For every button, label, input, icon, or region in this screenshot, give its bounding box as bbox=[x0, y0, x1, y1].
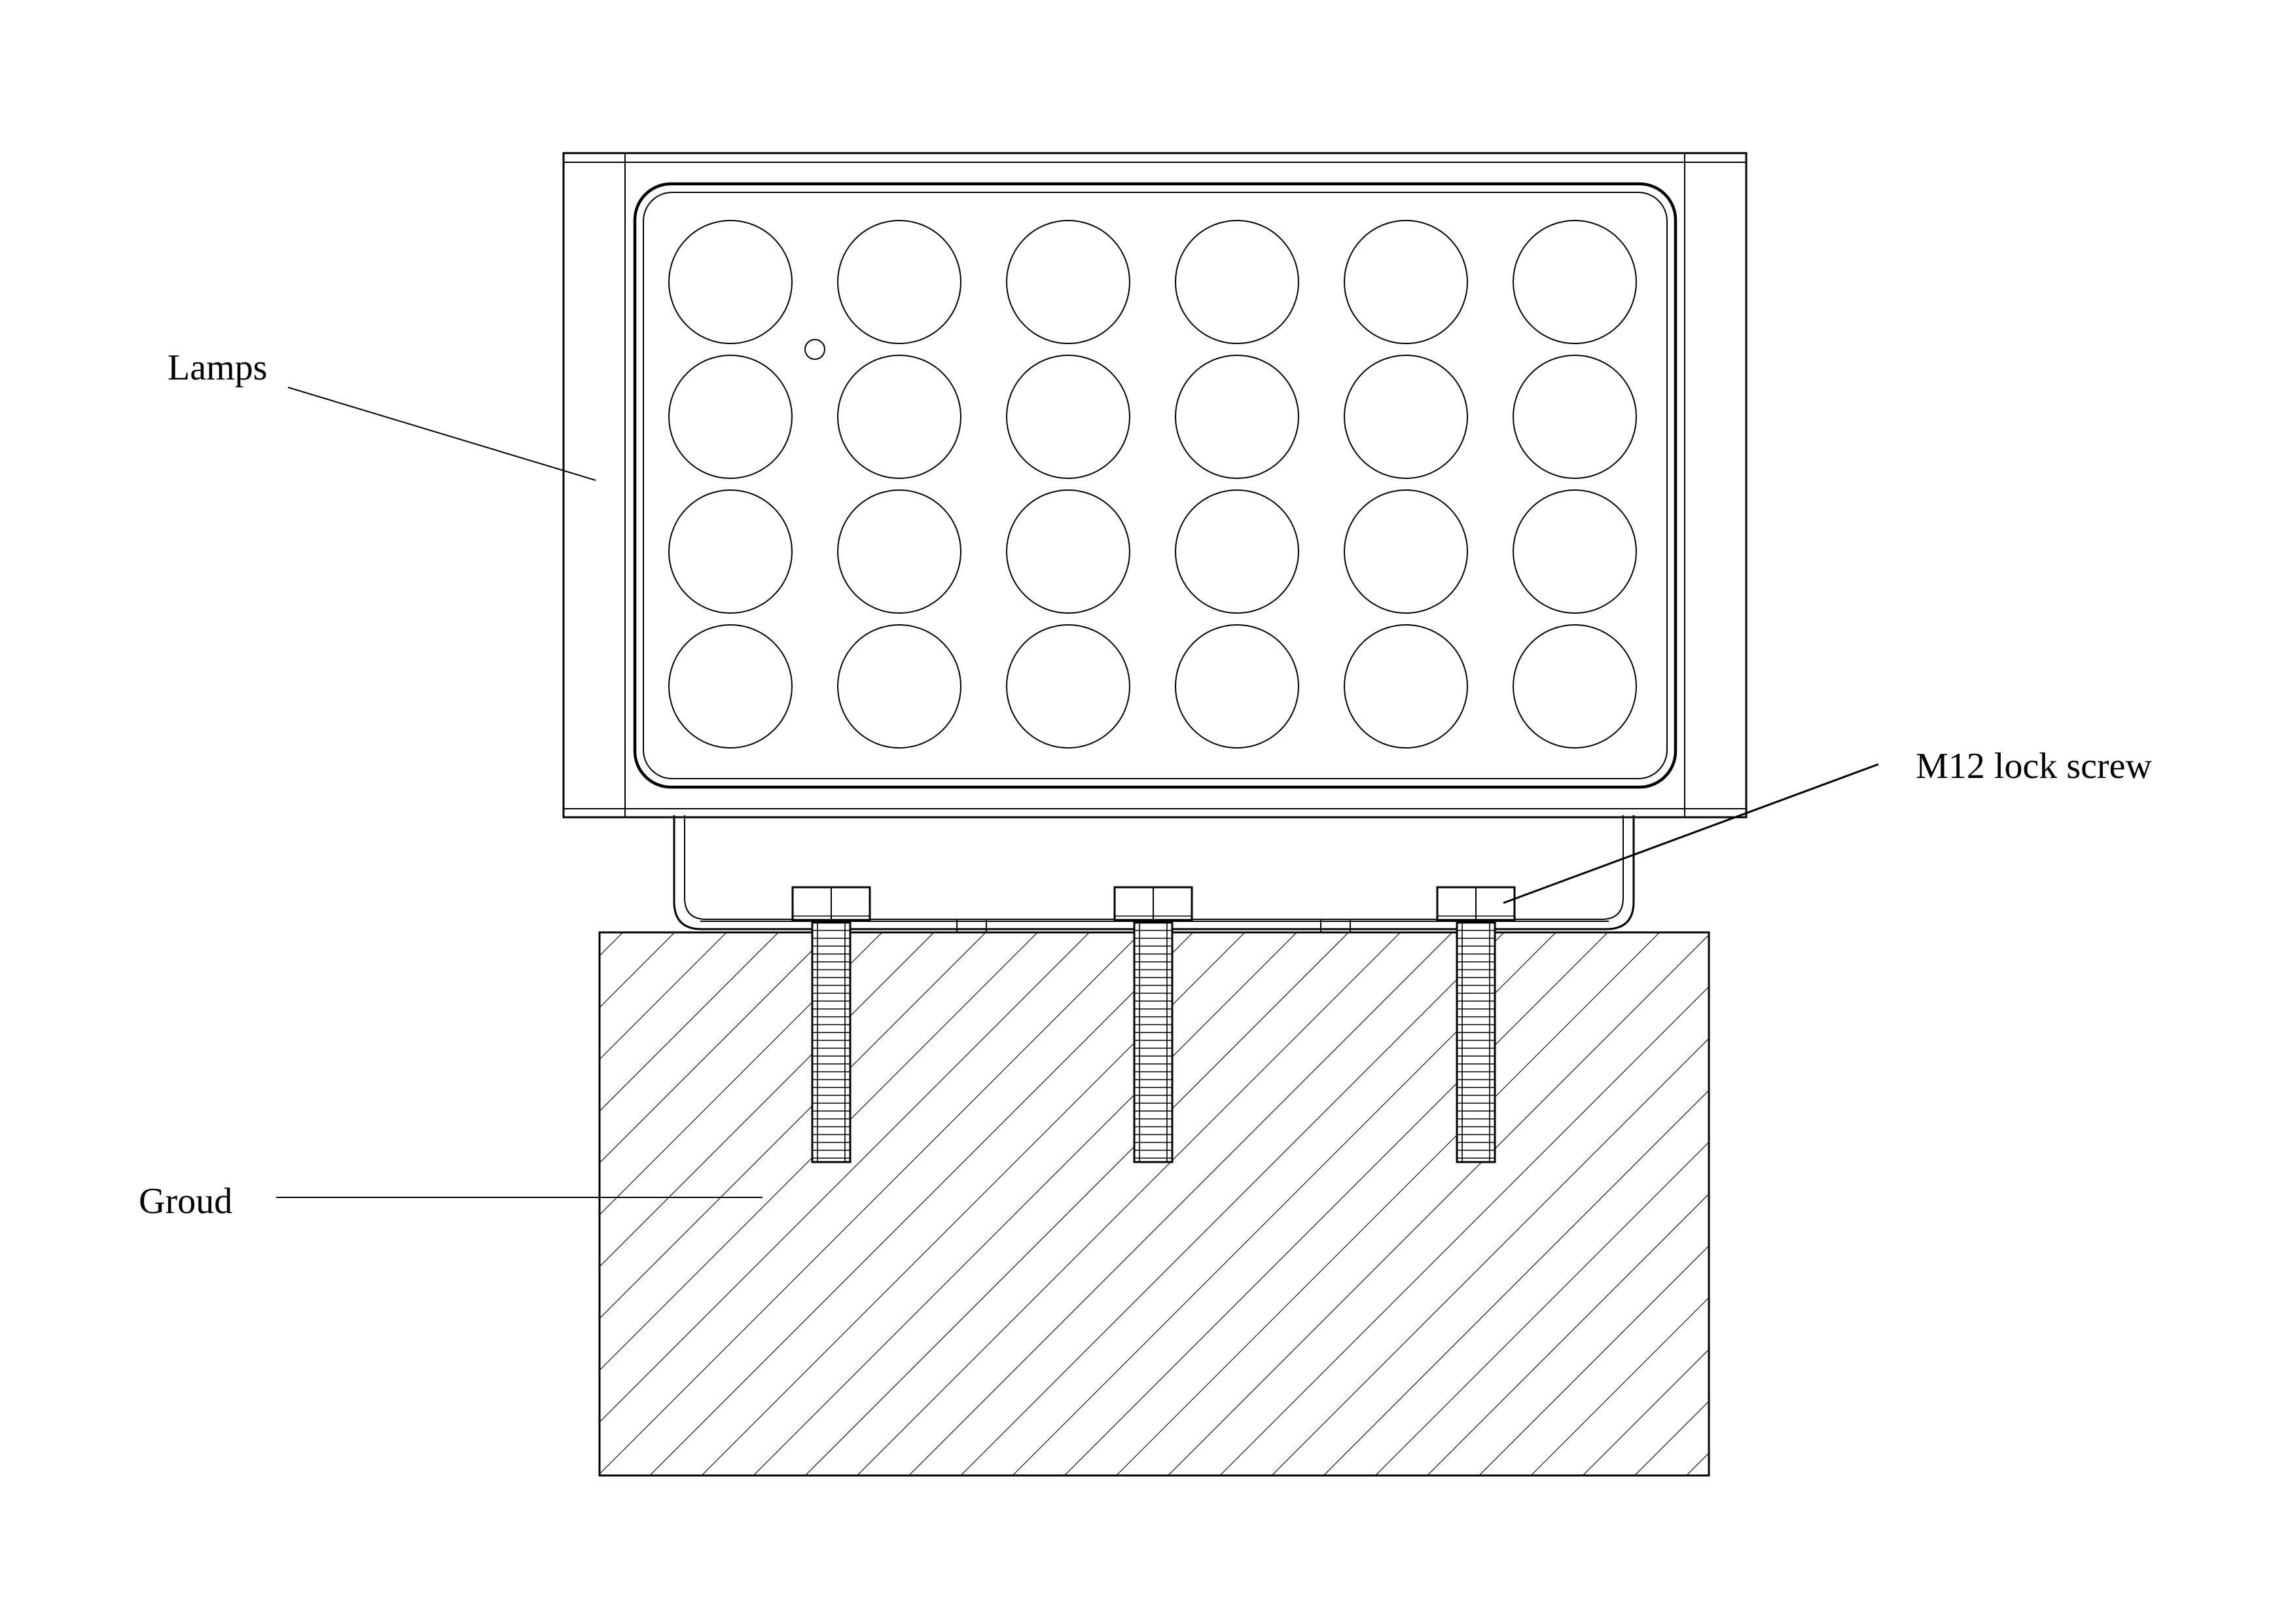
led-lamp bbox=[668, 220, 793, 344]
led-lamp bbox=[1513, 355, 1637, 479]
led-lamp bbox=[1175, 220, 1299, 344]
led-lamp bbox=[1344, 489, 1468, 614]
lock-screws bbox=[791, 886, 1516, 1163]
led-lamp bbox=[1513, 624, 1637, 749]
led-array bbox=[668, 220, 1637, 749]
led-lamp bbox=[1175, 624, 1299, 749]
lamp-housing bbox=[562, 152, 1748, 819]
lamps-leader-line bbox=[287, 387, 596, 481]
lock-screw-leader-line bbox=[1503, 763, 1879, 904]
led-lamp bbox=[837, 220, 961, 344]
lamps-label: Lamps bbox=[168, 347, 267, 388]
led-lamp bbox=[1344, 624, 1468, 749]
ground-label: Groud bbox=[139, 1181, 232, 1222]
led-lamp bbox=[1175, 489, 1299, 614]
led-lamp bbox=[668, 489, 793, 614]
led-lamp bbox=[1006, 624, 1130, 749]
housing-outer bbox=[562, 152, 1748, 819]
lock-screw bbox=[1113, 886, 1193, 1163]
lock-screw bbox=[1436, 886, 1516, 1163]
screw-shank bbox=[1133, 921, 1174, 1163]
led-lamp bbox=[668, 355, 793, 479]
led-lamp bbox=[1006, 355, 1130, 479]
led-lamp bbox=[837, 624, 961, 749]
led-lamp bbox=[1006, 489, 1130, 614]
lock-screw bbox=[791, 886, 871, 1163]
led-lamp bbox=[668, 624, 793, 749]
led-lamp bbox=[837, 355, 961, 479]
led-lamp bbox=[837, 489, 961, 614]
indicator-dot bbox=[804, 339, 825, 360]
led-lamp bbox=[1344, 220, 1468, 344]
lamp-face-outer bbox=[633, 182, 1677, 789]
led-lamp bbox=[1175, 355, 1299, 479]
lamp-face-inner bbox=[643, 192, 1668, 779]
lock-screw-label: M12 lock screw bbox=[1916, 746, 2152, 786]
led-lamp bbox=[1513, 489, 1637, 614]
led-lamp bbox=[1513, 220, 1637, 344]
screw-shank bbox=[811, 921, 852, 1163]
screw-shank bbox=[1456, 921, 1496, 1163]
led-lamp bbox=[1006, 220, 1130, 344]
led-lamp bbox=[1344, 355, 1468, 479]
